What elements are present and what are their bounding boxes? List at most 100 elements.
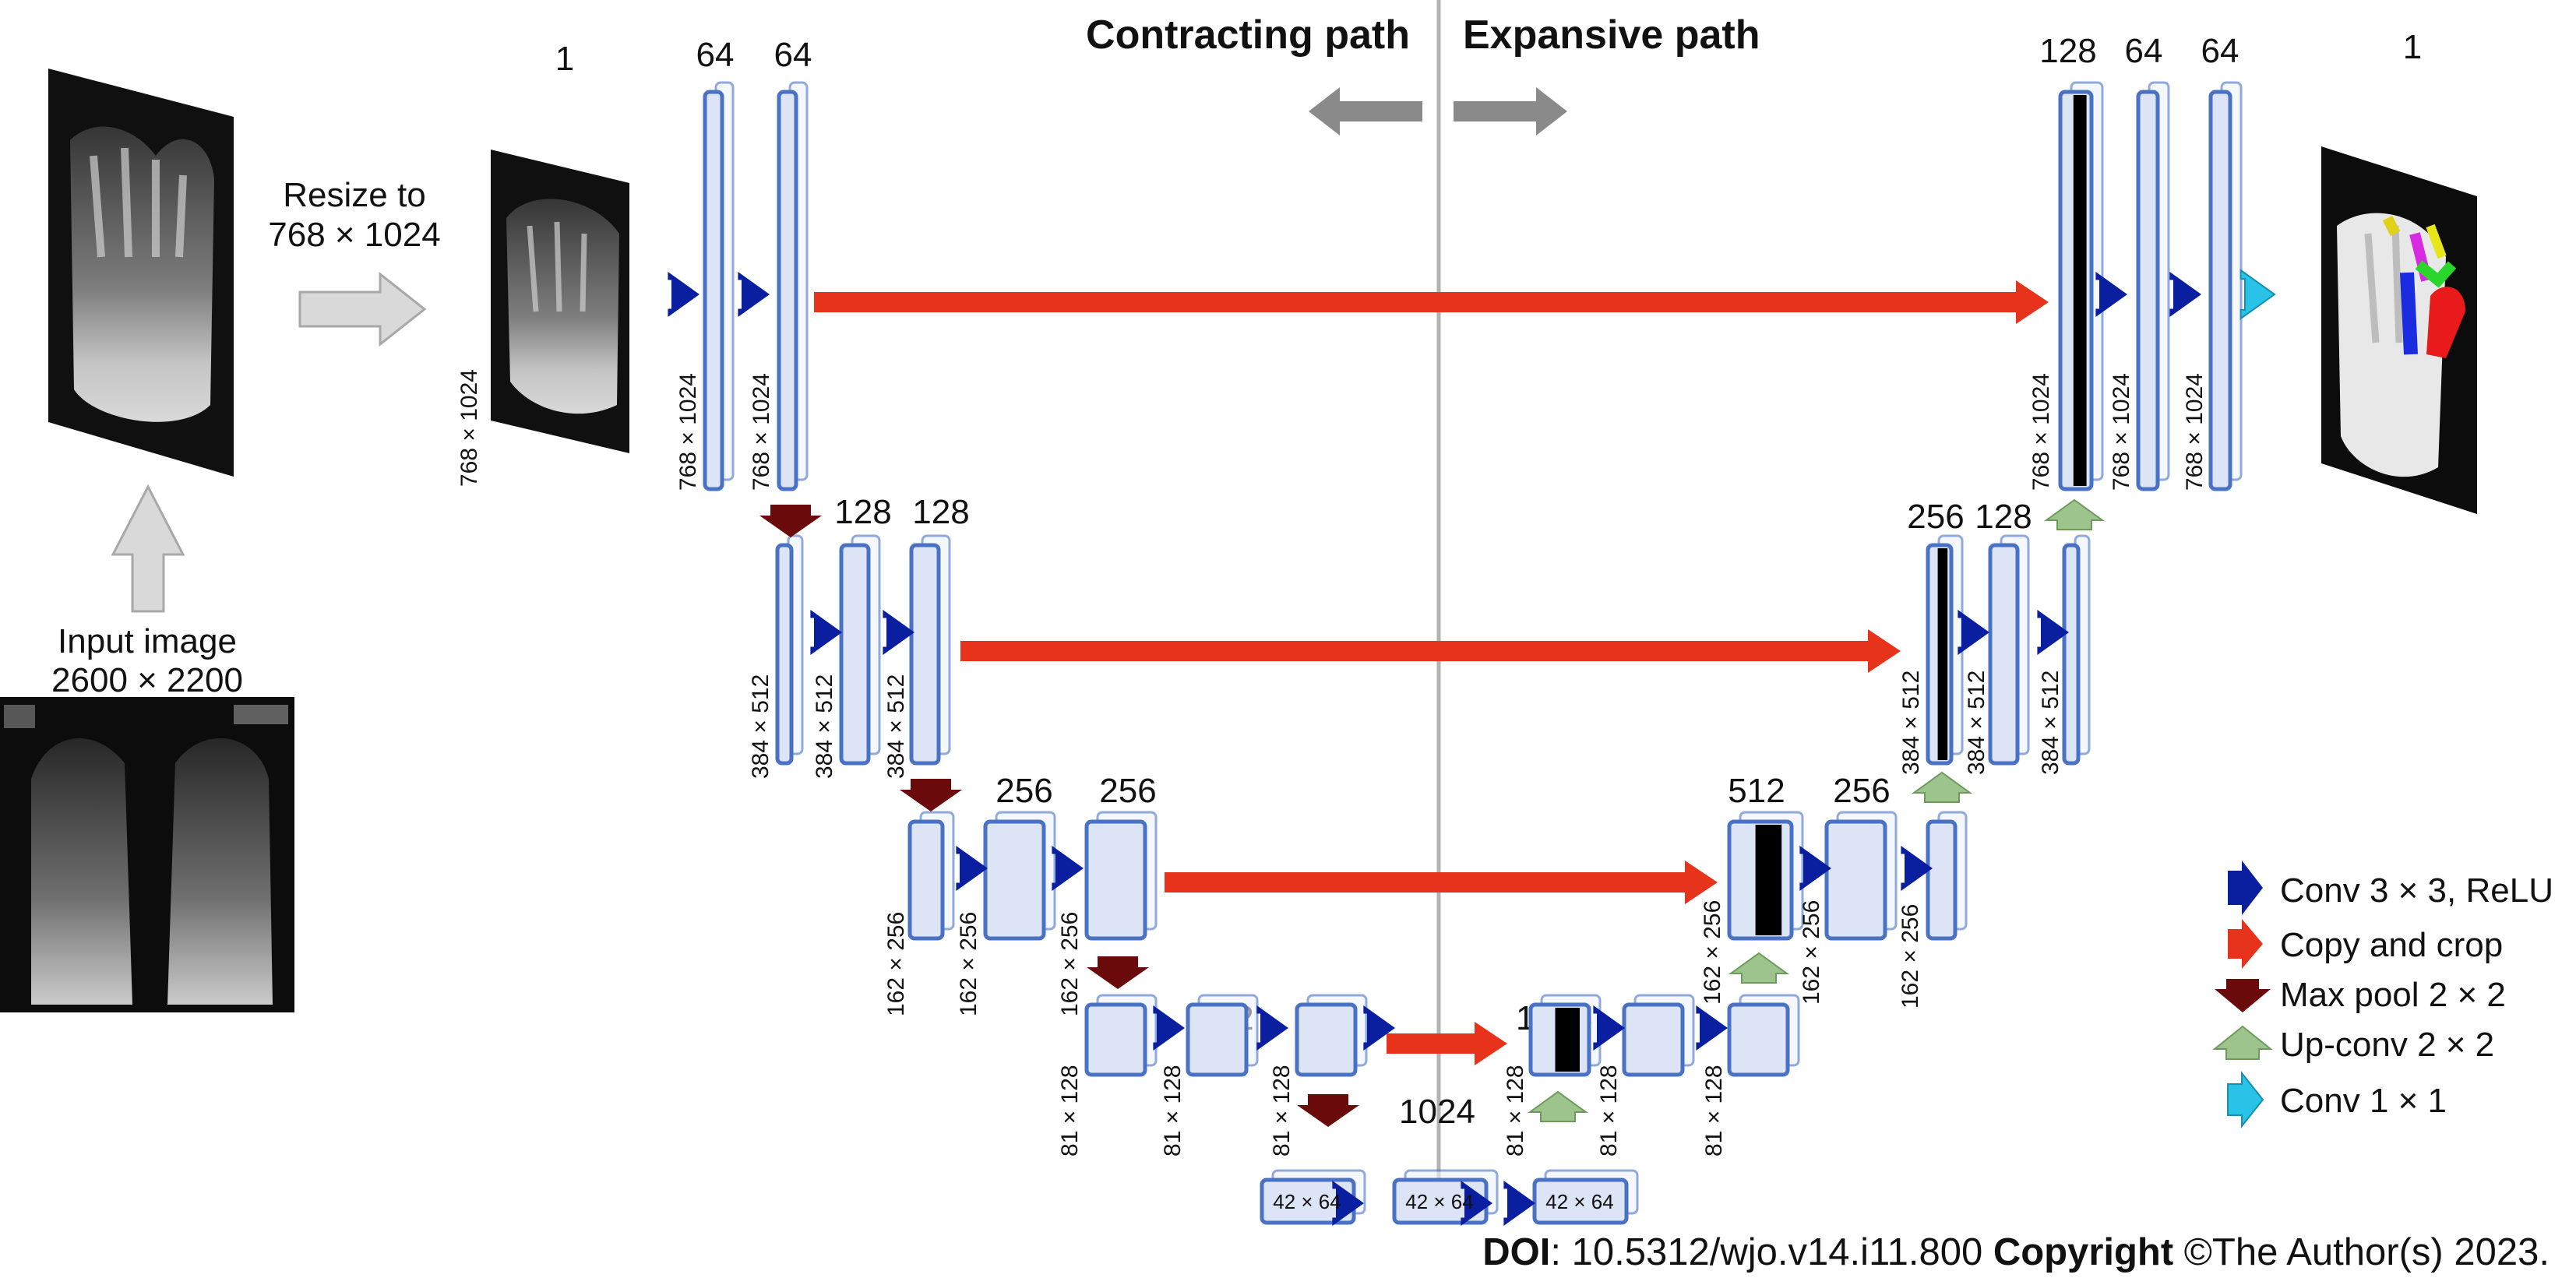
channel-label-e1c: 64 [2201,32,2239,70]
feature-map-block [1622,994,1695,1077]
input-caption-line2: 2600 × 2200 [51,661,243,699]
conv-arrow-icon [1052,846,1084,891]
legend-label-max-pool: Max pool 2 × 2 [2280,976,2506,1014]
conv-arrow-icon [1593,1005,1625,1051]
dimension-label: 42 × 64 [1405,1190,1473,1213]
conv-arrow-icon [1461,1181,1492,1226]
resize-label-line2: 768 × 1024 [268,216,440,254]
legend-label-conv: Conv 3 × 3, ReLU [2280,871,2553,910]
feature-map-block [839,534,881,766]
operation-arrows [668,269,2276,1226]
dimension-label: 162 × 256 [1057,912,1083,1016]
max-pool-arrow-icon [1297,1094,1359,1127]
conv-arrow-icon [668,272,700,317]
dimension-label: 81 × 128 [1503,1065,1528,1156]
max-pool-arrow-icon [759,505,822,537]
up-conv-arrow-icon [2212,1025,2273,1060]
segment-green [2415,260,2457,288]
feature-map-block [1926,811,1968,941]
conv-arrow-icon [2037,610,2069,655]
copy-crop-arrow [1387,1022,1507,1065]
dimension-labels: 768 × 1024 768 × 1024 768 × 1024 768 × 1024… [675,373,2208,1213]
upward-input-arrow-icon [111,484,185,613]
feature-map-block [909,534,951,766]
conv-arrow-icon [1696,1005,1728,1051]
feature-map-block [1186,994,1259,1077]
resized-dim-label: 768 × 1024 [456,369,482,487]
dimension-label: 768 × 1024 [2028,373,2054,491]
contracting-direction-arrow-icon [1309,87,1422,136]
channel-label-e1b: 64 [2125,32,2163,70]
dimension-label: 384 × 512 [1898,671,1924,775]
copy-crop-arrow-icon [2228,919,2263,969]
conv-arrow-icon [2095,272,2127,317]
up-conv-arrow-icon [1911,771,1973,803]
feature-map-block [1084,811,1158,941]
dimension-label: 81 × 128 [1160,1065,1186,1156]
conv-arrow-icon [1363,1005,1395,1051]
dimension-label: 42 × 64 [1545,1190,1613,1213]
feature-map-block [1084,994,1158,1077]
channel-label-c1a: 64 [696,36,735,74]
max-pool-arrow-icon [1087,956,1149,989]
conv-arrow-icon [2169,272,2201,317]
feature-map-block [2208,81,2243,491]
segment-yellow [2382,215,2401,237]
feature-map-block [1926,534,1964,766]
feature-map-block [1988,534,2030,766]
dimension-label: 162 × 256 [1700,900,1725,1005]
conv-arrow-icon [883,610,914,655]
feature-map-block [2136,81,2170,491]
copyright-label: Copyright [1993,1231,2174,1273]
resize-label-line1: Resize to [283,176,425,214]
doi-label: DOI [1482,1231,1551,1273]
channel-label-e2b: 128 [1975,498,2032,536]
conv-arrow-icon [2228,861,2263,915]
conv-arrow-icon [1256,1005,1288,1051]
copy-crop-arrow-icon [1868,629,1901,673]
resize-arrow-icon [298,271,427,347]
legend-label-conv1x1: Conv 1 × 1 [2280,1082,2447,1120]
conv-arrow-icon [1332,1181,1364,1226]
segment-blue [2400,272,2418,355]
legend-item-copy-crop: Copy and crop [2228,919,2503,969]
copy-crop-arrow [960,629,1901,673]
feature-map-block [1727,994,1800,1077]
conv1x1-arrow-icon [2239,269,2276,320]
copy-crop-arrow [814,280,2049,324]
channel-label-c2b: 128 [912,493,969,531]
dimension-label: 81 × 128 [1269,1065,1295,1156]
conv1x1-arrow-icon [2227,1071,2264,1128]
feature-map-block [1532,1169,1639,1225]
legend: Conv 3 × 3, ReLU Copy and crop Max pool … [2212,861,2553,1128]
dimension-label: 768 × 1024 [675,373,701,491]
conv-arrow-icon [1153,1005,1185,1051]
dimension-label: 384 × 512 [748,674,774,779]
feature-map-block [1727,811,1804,941]
input-caption-line1: Input image [58,622,237,660]
legend-item-conv1x1: Conv 1 × 1 [2227,1071,2447,1128]
dimension-label: 768 × 1024 [2109,373,2134,491]
copy-crop-arrow-icon [1685,861,1718,904]
dimension-label: 768 × 1024 [749,373,774,491]
copy-crop-arrow [1165,861,1718,904]
conv-arrow-icon [956,846,988,891]
top-foot-xray-image [48,69,234,477]
up-conv-arrow-icon [2043,498,2106,530]
segment-red [2426,287,2465,358]
feature-map-block [1528,994,1602,1077]
conv-arrow-icon [1901,846,1933,891]
feature-map-blocks [703,81,2243,1225]
contracting-path-label: Contracting path [1086,12,1410,58]
channel-label-e3b: 256 [1833,772,1890,810]
dimension-label: 162 × 256 [1799,900,1824,1005]
both-feet-xray-image [0,697,294,1012]
dimension-label: 162 × 256 [1898,904,1923,1009]
legend-label-copy-crop: Copy and crop [2280,926,2503,964]
conv-arrow-icon [1958,610,1989,655]
dimension-label: 42 × 64 [1273,1190,1341,1213]
up-conv-arrow-icon [1527,1090,1589,1122]
feature-map-block [777,81,809,491]
feature-map-block [2062,534,2091,766]
